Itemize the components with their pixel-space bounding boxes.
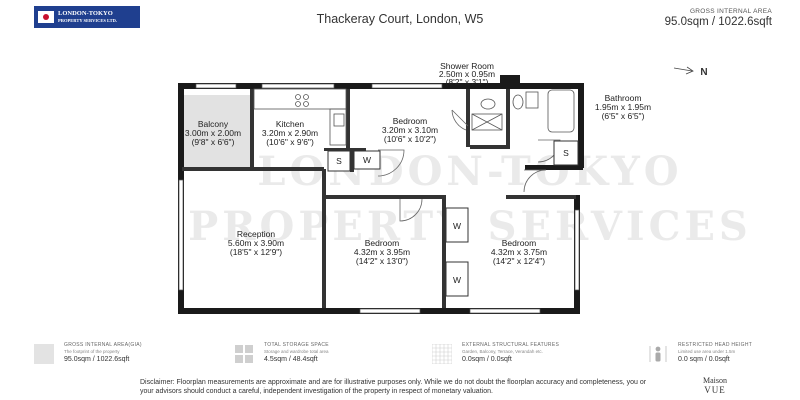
room-dimensions-imperial: (8'2" x 3'1") xyxy=(446,77,489,87)
wardrobe-marker-bedroom-1: W xyxy=(453,221,461,231)
room-dimensions-imperial: (14'2" x 12'4") xyxy=(493,256,545,266)
japan-flag-icon xyxy=(38,11,54,23)
room-name: Bedroom xyxy=(393,116,428,126)
room-bedroom-right: Bedroom 4.32m x 3.75m (14'2" x 12'4") xyxy=(491,238,547,266)
storage-markers: S S W W W xyxy=(336,148,569,285)
room-shower: Shower Room 2.50m x 0.95m (8'2" x 3'1") xyxy=(439,61,495,87)
room-name: Kitchen xyxy=(276,119,305,129)
brand-logo: Maison VUE xyxy=(703,376,727,395)
room-dimensions: 3.20m x 2.90m xyxy=(262,128,318,138)
room-balcony: Balcony 3.00m x 2.00m (9'8" x 6'6") xyxy=(185,119,241,147)
room-bedroom-middle: Bedroom 4.32m x 3.95m (14'2" x 13'0") xyxy=(354,238,410,266)
logo-text: LONDON-TOKYO PROPERTY SERVICES LTD. xyxy=(58,10,117,23)
balcony-area xyxy=(182,95,252,168)
room-dimensions: 3.00m x 2.00m xyxy=(185,128,241,138)
room-bathroom: Bathroom 1.95m x 1.95m (6'5" x 6'5") xyxy=(595,93,651,121)
gia-swatch-icon xyxy=(34,344,54,364)
gia-value: 95.0sqm / 1022.6sqft xyxy=(664,16,772,28)
room-dimensions-imperial: (10'6" x 10'2") xyxy=(384,134,436,144)
gia-label: GROSS INTERNAL AREA xyxy=(689,8,772,15)
external-hatch-icon xyxy=(432,344,452,364)
room-name: Bathroom xyxy=(605,93,642,103)
room-reception: Reception 5.60m x 3.90m (18'5" x 12'9") xyxy=(228,229,284,257)
wardrobe-marker-bedroom-2: W xyxy=(453,275,461,285)
area-legend: GROSS INTERNAL AREA(GIA) The footprint o… xyxy=(34,340,774,372)
room-name: Bedroom xyxy=(502,238,537,248)
room-dimensions: 1.95m x 1.95m xyxy=(595,102,651,112)
person-height-icon xyxy=(649,346,667,362)
bathroom-fixtures xyxy=(471,89,575,133)
room-name: Shower Room xyxy=(440,61,494,71)
storage-marker-kitchen: S xyxy=(336,156,342,166)
room-dimensions-imperial: (18'5" x 12'9") xyxy=(230,247,282,257)
room-dimensions-imperial: (6'5" x 6'5") xyxy=(602,111,645,121)
watermark-line1: LONDON-TOKYO xyxy=(257,148,682,195)
room-dimensions-imperial: (10'6" x 9'6") xyxy=(266,137,314,147)
storage-cupboards xyxy=(327,140,579,297)
room-dimensions: 2.50m x 0.95m xyxy=(439,69,495,79)
room-name: Bedroom xyxy=(365,238,400,248)
kitchen-counters xyxy=(253,88,347,146)
disclaimer-text: Disclaimer: Floorplan measurements are a… xyxy=(140,379,647,395)
room-name: Reception xyxy=(237,229,276,239)
room-name: Balcony xyxy=(198,119,229,129)
room-bedroom-top: Bedroom 3.20m x 3.10m (10'6" x 10'2") xyxy=(382,116,438,144)
company-logo: LONDON-TOKYO PROPERTY SERVICES LTD. xyxy=(34,6,140,28)
room-dimensions: 5.60m x 3.90m xyxy=(228,238,284,248)
room-kitchen: Kitchen 3.20m x 2.90m (10'6" x 9'6") xyxy=(262,119,318,147)
room-dimensions: 4.32m x 3.75m xyxy=(491,247,547,257)
north-label: N xyxy=(700,67,707,78)
storage-marker-bathroom: S xyxy=(563,148,569,158)
windows xyxy=(178,83,580,314)
room-dimensions-imperial: (9'8" x 6'6") xyxy=(192,137,235,147)
wardrobe-marker-hall: W xyxy=(363,155,371,165)
property-address: Thackeray Court, London, W5 xyxy=(316,12,484,26)
room-dimensions: 4.32m x 3.95m xyxy=(354,247,410,257)
interior-walls xyxy=(182,89,576,308)
north-arrow-icon: N xyxy=(673,66,708,78)
room-dimensions: 3.20m x 3.10m xyxy=(382,125,438,135)
doors xyxy=(377,109,561,281)
storage-grid-icon xyxy=(235,345,253,363)
room-dimensions-imperial: (14'2" x 13'0") xyxy=(356,256,408,266)
